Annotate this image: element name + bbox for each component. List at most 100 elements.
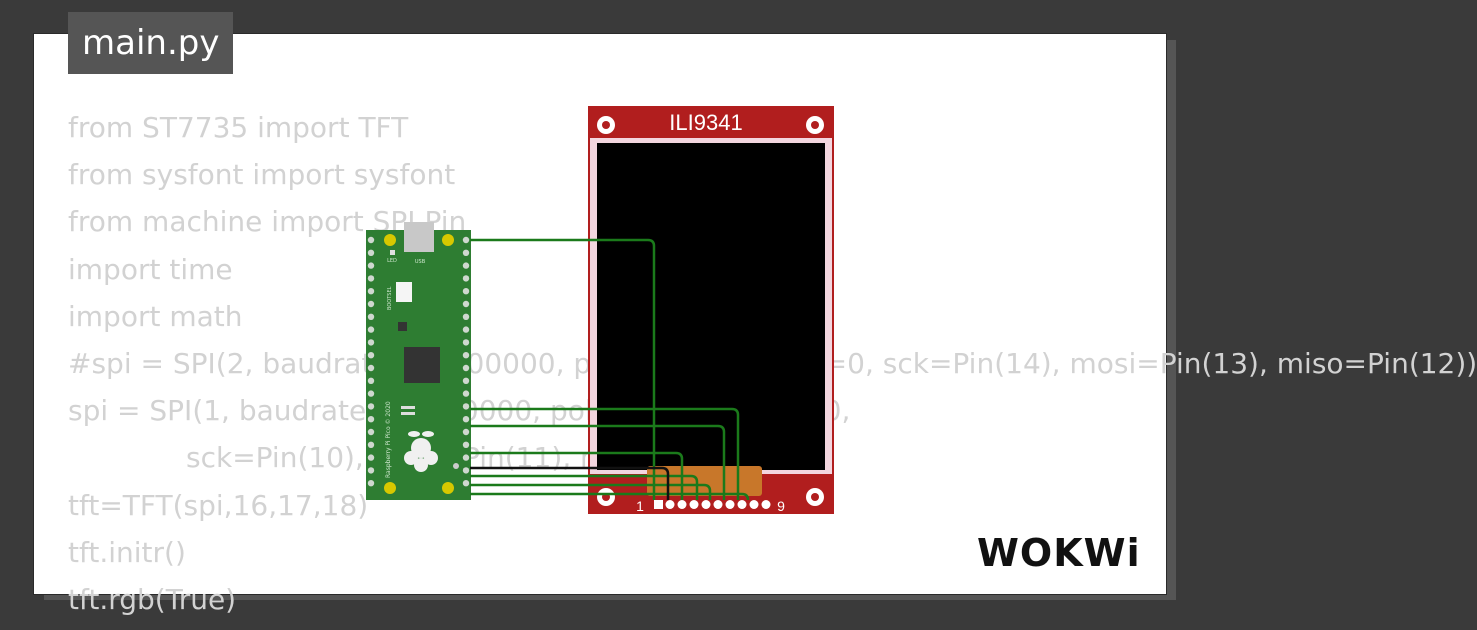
wire-cs[interactable] [470,451,684,500]
mount-hole-inner [602,121,610,129]
display-header-pins [654,500,771,509]
pico-pin[interactable] [367,249,375,256]
bootsel-label: BOOTSEL [387,286,393,310]
mount-hole [384,482,396,494]
header-pin[interactable] [677,500,687,509]
pico-pin[interactable] [462,480,470,487]
header-pin-square[interactable] [654,500,663,509]
pico-pin[interactable] [367,288,375,295]
pico-pin[interactable] [367,300,375,308]
usb-connector [404,222,434,252]
wire-led[interactable] [470,492,750,501]
wires [470,238,750,501]
pico-pin[interactable] [367,416,375,423]
ili9341-display[interactable]: ILI9341 1 9 [588,106,834,514]
display-screen [597,143,825,470]
wire-ground[interactable] [470,466,670,500]
filename-tab[interactable]: main.py [68,12,234,74]
pico-pin[interactable] [462,467,470,474]
pico-pin[interactable] [367,236,375,244]
pico-pin[interactable] [462,377,470,384]
raspberry-logo-icon [404,431,438,472]
logo-text: WOKWi [977,531,1141,575]
chip-small [398,322,407,331]
pico-pin[interactable] [367,480,375,487]
pin-label-last: 9 [777,498,785,514]
mount-hole [442,482,454,494]
header-pin[interactable] [737,500,747,509]
silk-mark [401,406,415,409]
pico-pin[interactable] [462,262,470,269]
mount-hole-inner [811,121,819,129]
code-line: tft.initr() [68,535,186,569]
header-pin[interactable] [713,500,723,509]
wokwi-logo: WOKWi [975,528,1150,582]
pico-pin[interactable] [367,313,375,320]
pico-pin[interactable] [462,428,470,436]
pico-pin[interactable] [462,454,470,461]
pico-pin[interactable] [367,326,375,333]
code-line: tft=TFT(spi,16,17,18) [68,488,369,522]
pico-pin[interactable] [462,416,470,423]
pin-label-first: 1 [636,498,644,514]
board-silk-text: Raspberry Pi Pico © 2020 [385,401,392,478]
mount-hole [384,234,396,246]
silk-mark [401,412,415,415]
code-line: import time [68,252,233,286]
header-pin[interactable] [749,500,759,509]
pico-pin[interactable] [462,390,470,397]
pico-pin[interactable] [462,339,470,346]
pico-pin[interactable] [462,441,470,448]
header-pin[interactable] [665,500,675,509]
flex-cable [647,466,762,496]
pico-pin[interactable] [367,275,375,282]
wire-reset[interactable] [470,474,699,500]
mount-hole [442,234,454,246]
header-pin[interactable] [761,500,771,509]
code-line: from sysfont import sysfont [68,158,456,192]
pico-pin[interactable] [462,249,470,256]
pico-pin[interactable] [367,467,375,474]
led-label: LED [387,258,397,264]
pico-pin[interactable] [462,275,470,282]
code-line: tft.rgb(True) [68,582,237,616]
pico-pin[interactable] [462,352,470,359]
pico-pin[interactable] [367,262,375,269]
pico-pin[interactable] [462,288,470,295]
header-pin[interactable] [701,500,711,509]
pico-pin[interactable] [462,313,470,320]
wokwi-logo-icon: WOKWi [977,531,1141,575]
pico-pin[interactable] [462,236,470,244]
wire-mosi[interactable] [470,407,740,500]
header-pin[interactable] [725,500,735,509]
pico-pin[interactable] [462,403,470,410]
pico-pin[interactable] [367,441,375,448]
header-pin[interactable] [689,500,699,509]
wire-vcc[interactable] [470,238,656,500]
mount-hole-inner [811,493,819,501]
pico-pin[interactable] [462,300,470,308]
pico-pin[interactable] [367,339,375,346]
rp2040-chip-icon [404,347,440,383]
pico-pin[interactable] [367,352,375,359]
wire-sck[interactable] [470,424,726,500]
pico-pin[interactable] [367,364,375,372]
pico-pin[interactable] [462,326,470,333]
usb-label: USB [415,259,426,265]
wire-dc[interactable] [470,483,712,500]
bootsel-button[interactable] [396,282,412,302]
test-pad [453,463,459,469]
code-line: import math [68,299,243,333]
led-icon [390,250,395,255]
raspberry-pi-pico[interactable]: USB LED BOOTSEL Raspberry Pi Pico © 2020 [366,222,471,500]
pico-pin[interactable] [367,428,375,436]
pico-pin[interactable] [462,364,470,372]
pico-pin[interactable] [367,403,375,410]
pico-pin[interactable] [367,377,375,384]
pico-pin[interactable] [367,390,375,397]
code-line: from ST7735 import TFT [68,111,409,144]
pico-pin[interactable] [367,454,375,461]
pico-pin-rows [367,236,470,487]
circuit-diagram: ILI9341 1 9 USB LED BOOTS [366,106,834,514]
display-label: ILI9341 [669,110,742,135]
